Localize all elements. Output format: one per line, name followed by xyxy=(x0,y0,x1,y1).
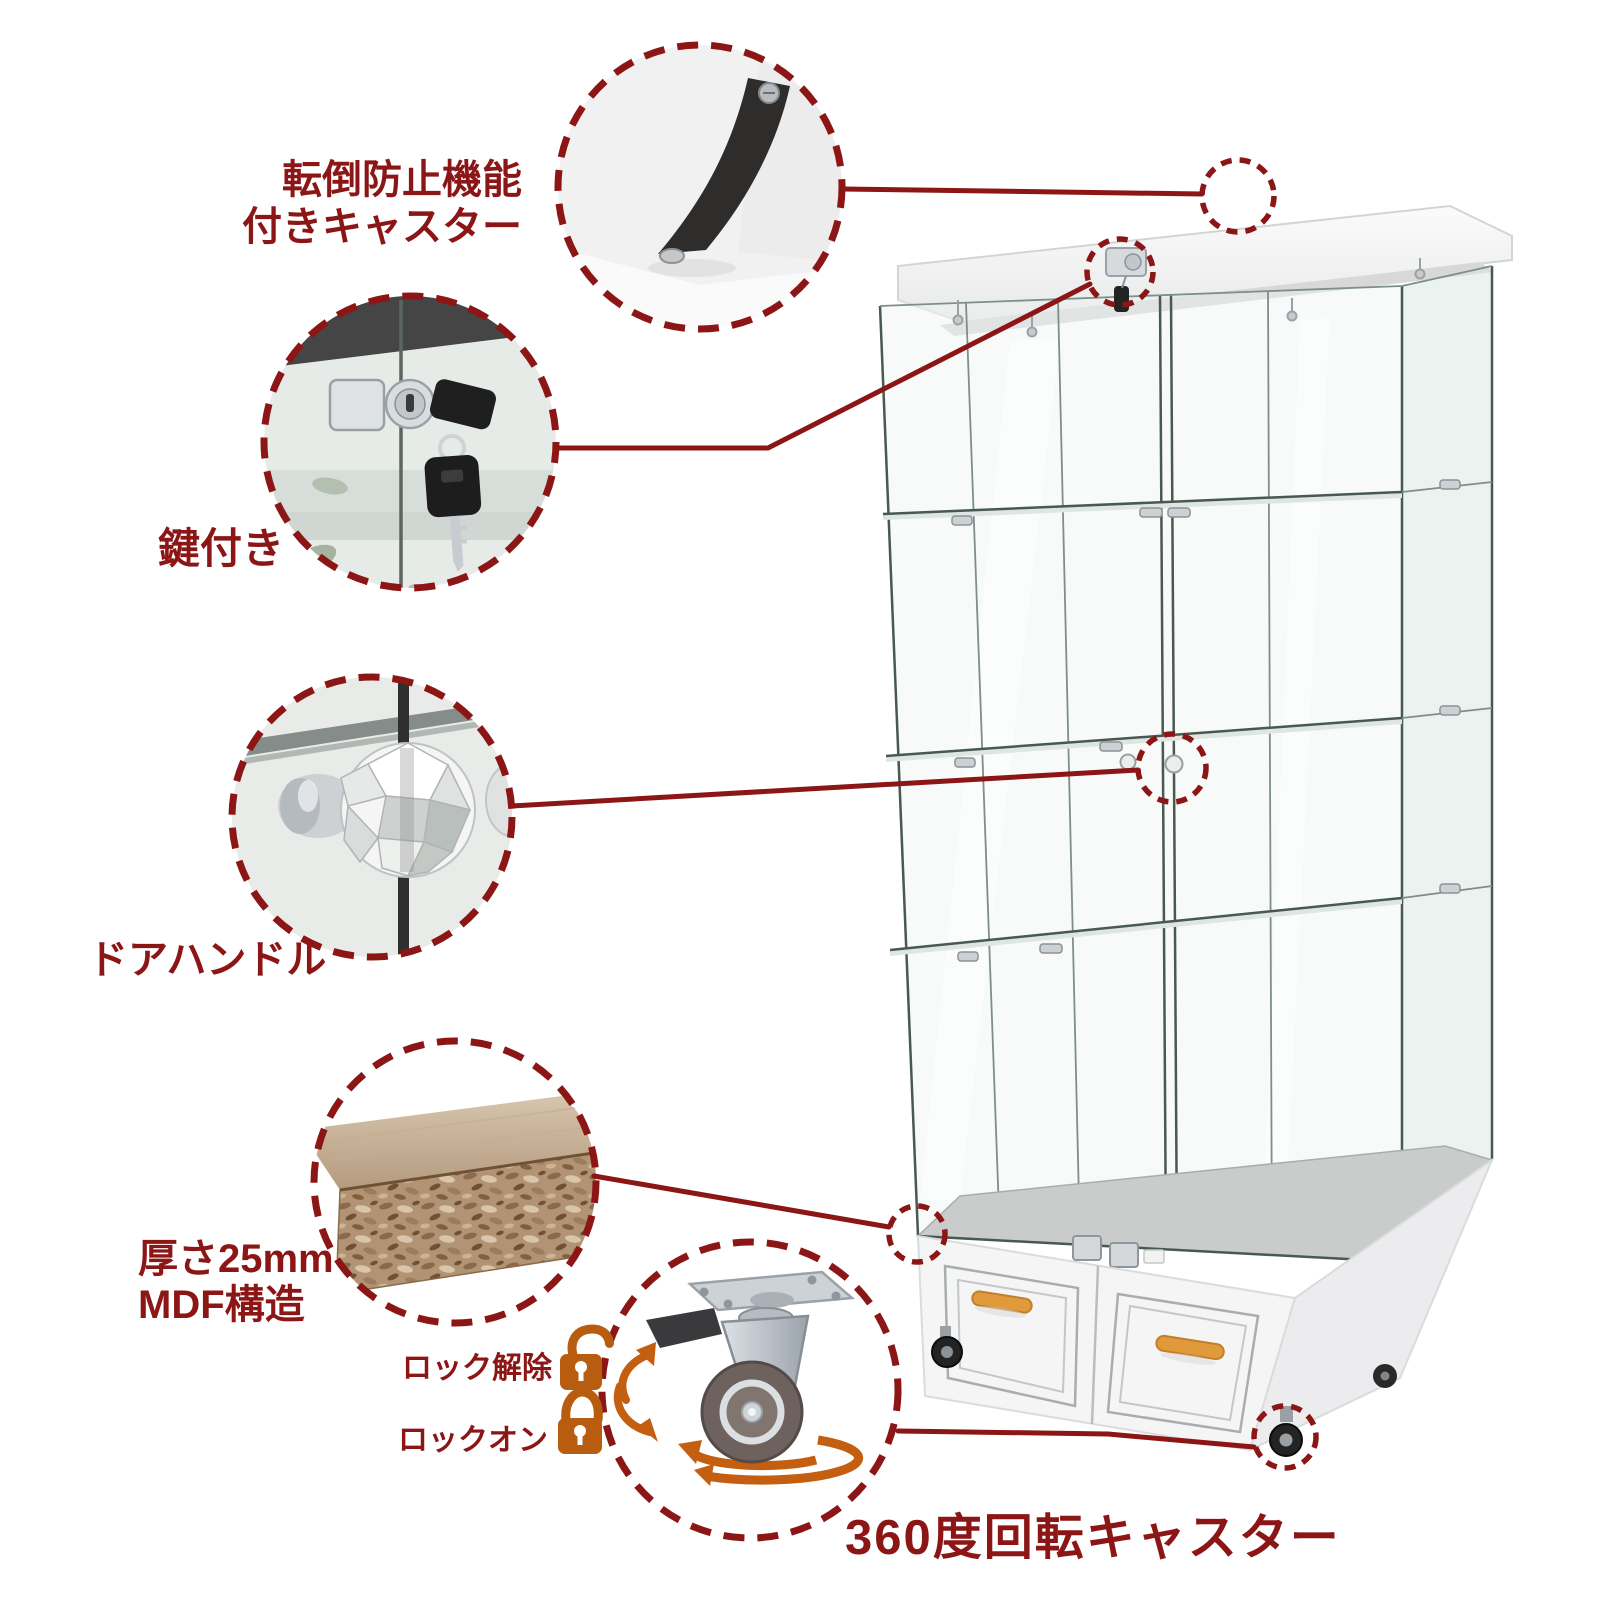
drawer-right xyxy=(1106,1292,1260,1434)
base-right-face xyxy=(1248,1157,1495,1452)
leader-mdf xyxy=(591,1173,892,1230)
anti-tip-strap xyxy=(658,78,790,254)
leader-key-lock xyxy=(553,281,1093,451)
hanging-key xyxy=(1114,286,1129,312)
anti-tip-strap-photo xyxy=(558,45,842,329)
label-key-lock: 鍵付き xyxy=(158,525,284,572)
front-right-caster-mount xyxy=(1280,1406,1293,1422)
glass-edge-inner-1 xyxy=(965,302,1001,1241)
callout-circles xyxy=(228,41,1319,1542)
leader-caster xyxy=(895,1428,1257,1450)
glass-edge-left xyxy=(878,305,920,1237)
label-lock-release: ロック解除 xyxy=(402,1351,553,1385)
target-circle-top xyxy=(1199,157,1277,235)
base-casters xyxy=(931,1326,1397,1457)
target-circle-base-corner xyxy=(886,1203,948,1265)
right-door-knob xyxy=(1164,754,1184,774)
leader-door-handle xyxy=(509,767,1141,809)
crystal-door-knob-photo xyxy=(232,677,512,957)
door-bottom-brackets xyxy=(1072,1235,1165,1268)
cabinet-illustration xyxy=(878,204,1513,1457)
leader-lines xyxy=(509,186,1257,1450)
cabinet-top-board xyxy=(897,204,1513,336)
drawer-divider xyxy=(1090,1265,1100,1425)
mdf-cross-section-photo xyxy=(314,1041,596,1323)
label-mdf-line1: 厚さ25mm xyxy=(138,1237,334,1281)
label-anti-tip-line1: 転倒防止機能 xyxy=(282,158,522,202)
open-padlock-icon xyxy=(560,1324,614,1390)
crystal-ball xyxy=(340,742,476,878)
strap-screw-bottom xyxy=(659,248,685,264)
circle-key-lock xyxy=(260,292,560,592)
shelf-2 xyxy=(885,705,1493,768)
front-left-caster-mount xyxy=(940,1326,951,1340)
drawer-left-handle xyxy=(971,1290,1033,1318)
feature-labels: 転倒防止機能 付きキャスター 鍵付き ドアハンドル 厚さ25mm MDF構造 ロ… xyxy=(88,158,1341,1565)
swivel-caster-photo xyxy=(602,1242,898,1538)
caster-wheel xyxy=(700,1360,804,1464)
top-board-underside xyxy=(940,262,1494,336)
glass-edge-inner-3 xyxy=(1267,290,1273,1256)
caster-lock-legend xyxy=(558,1324,658,1454)
label-anti-tip-line2: 付きキャスター xyxy=(242,205,522,249)
hanging-key-fob xyxy=(424,455,482,572)
circle-caster xyxy=(598,1238,902,1542)
shelf-1 xyxy=(882,479,1493,526)
swivel-direction-arrows xyxy=(613,1342,658,1442)
shelf-3 xyxy=(889,883,1493,962)
target-circle-lock xyxy=(1084,236,1156,308)
lock-bracket xyxy=(328,378,386,432)
caster-rotation-arrows xyxy=(678,1435,864,1486)
drawer-right-handle xyxy=(1155,1334,1225,1365)
circle-anti-tip xyxy=(554,41,846,333)
glass-right-panel xyxy=(1402,266,1492,1262)
cabinet-base xyxy=(916,1157,1495,1457)
left-door-knob xyxy=(1119,753,1137,771)
glass-fixing-pins xyxy=(952,258,1426,338)
caster-plate xyxy=(687,1270,856,1312)
label-caster-360: 360度回転キャスター xyxy=(845,1511,1341,1565)
label-mdf-line2: MDF構造 xyxy=(138,1283,305,1327)
target-circle-caster xyxy=(1251,1403,1319,1471)
leader-anti-tip xyxy=(839,186,1205,197)
glass-shelves xyxy=(882,479,1493,962)
circle-door-handle xyxy=(228,673,516,961)
label-door-handle: ドアハンドル xyxy=(88,938,326,982)
closed-padlock-icon xyxy=(558,1387,603,1454)
door-gap-left xyxy=(1158,294,1168,1250)
knob-chrome-stem xyxy=(278,774,358,838)
label-lock-on: ロックオン xyxy=(398,1424,548,1457)
circle-mdf xyxy=(310,1037,600,1327)
key-in-lock xyxy=(429,379,496,430)
target-circle-knob xyxy=(1135,731,1209,805)
caster-brake-lever xyxy=(646,1308,722,1348)
